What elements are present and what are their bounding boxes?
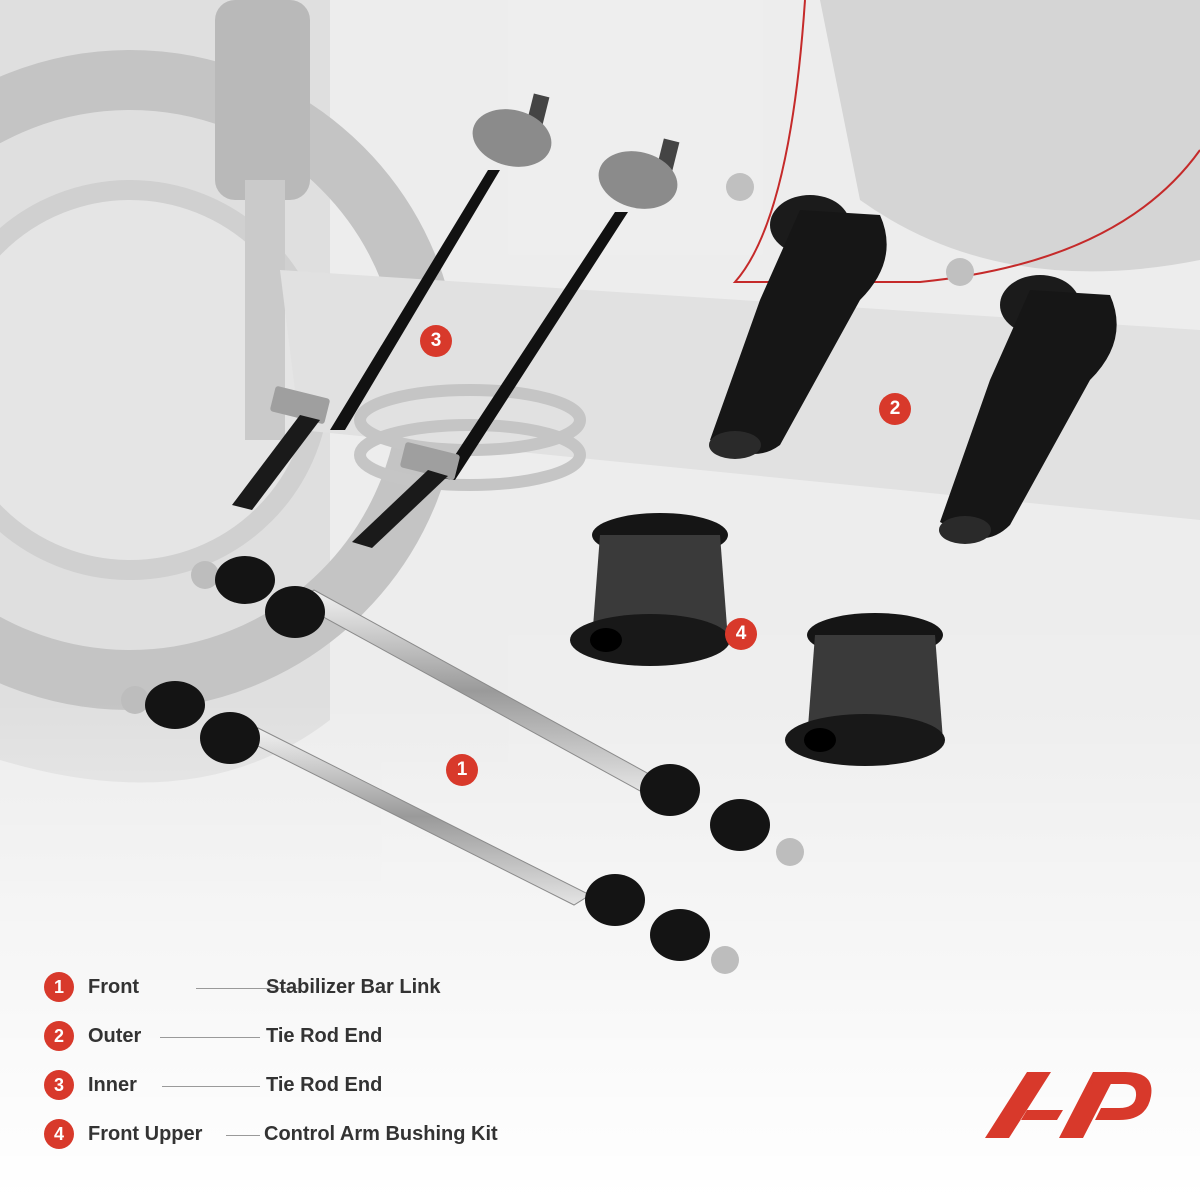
outer-tie-rod-end-right — [939, 258, 1117, 544]
stabilizer-bar-link-top — [191, 556, 804, 866]
legend-connector-line — [226, 1135, 260, 1136]
legend-position: Front — [88, 976, 140, 998]
legend-number: 1 — [44, 972, 74, 1002]
control-arm-bushing-left — [570, 513, 730, 666]
callout-marker-1: 1 — [446, 754, 478, 786]
legend-position: Front Upper — [88, 1123, 203, 1145]
legend-number: 4 — [44, 1119, 74, 1149]
callout-marker-2: 2 — [879, 393, 911, 425]
legend-part-name: Tie Rod End — [266, 1025, 383, 1047]
inner-tie-rod-right — [352, 138, 680, 548]
legend-part-name: Control Arm Bushing Kit — [264, 1123, 498, 1145]
control-arm-bushing-right — [785, 613, 945, 766]
legend-row: 2 Outer Tie Rod End — [44, 1017, 604, 1066]
legend-connector-line — [160, 1037, 260, 1038]
legend-position: Outer — [88, 1025, 142, 1047]
legend-number: 3 — [44, 1070, 74, 1100]
legend-connector-line — [162, 1086, 260, 1087]
legend-row: 1 Front Stabilizer Bar Link — [44, 968, 604, 1017]
legend-row: 3 Inner Tie Rod End — [44, 1066, 604, 1115]
legend-number: 2 — [44, 1021, 74, 1051]
inner-tie-rod-left — [232, 93, 552, 510]
parts-legend: 1 Front Stabilizer Bar Link 2 Outer Tie … — [44, 968, 604, 1164]
legend-part-name: Stabilizer Bar Link — [266, 976, 441, 998]
legend-position: Inner — [88, 1074, 137, 1096]
outer-tie-rod-end-left — [709, 173, 887, 459]
brand-logo-icon — [985, 1072, 1152, 1138]
highlight-arc — [732, 0, 1200, 283]
stabilizer-bar-link-bottom — [121, 681, 739, 974]
callout-marker-4: 4 — [725, 618, 757, 650]
legend-part-name: Tie Rod End — [266, 1074, 383, 1096]
legend-connector-line — [196, 988, 301, 989]
legend-row: 4 Front Upper Control Arm Bushing Kit — [44, 1115, 604, 1164]
callout-marker-3: 3 — [420, 325, 452, 357]
